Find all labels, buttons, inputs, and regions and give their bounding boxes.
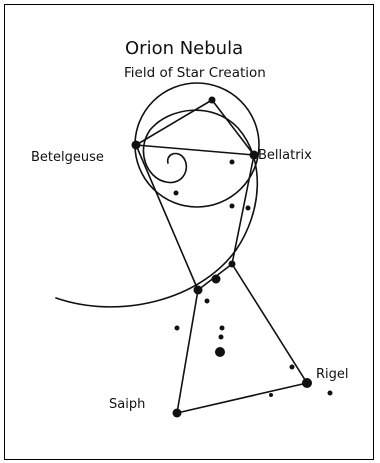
star-betelgeuse (132, 141, 141, 150)
star-saiph (173, 409, 182, 418)
label-rigel: Rigel (316, 367, 349, 382)
shoulder-line (136, 145, 254, 155)
star-minor (174, 191, 179, 196)
star-minor (246, 206, 251, 211)
line-belt-saiph (177, 290, 198, 413)
star-minor (219, 335, 224, 340)
diagram-title: Orion Nebula (125, 38, 243, 59)
star-minor (205, 299, 210, 304)
label-saiph: Saiph (109, 397, 145, 412)
star-head (209, 97, 216, 104)
star-minor (328, 391, 333, 396)
star-belt-2 (212, 275, 221, 284)
star-minor (220, 326, 225, 331)
line-bellatrix-belt (232, 155, 254, 264)
star-minor (175, 326, 180, 331)
line-saiph-rigel (177, 383, 307, 413)
star-minor (230, 160, 235, 165)
star-belt-1 (194, 286, 203, 295)
line-betelgeuse-belt (136, 145, 198, 290)
diagram-subtitle: Field of Star Creation (124, 65, 266, 81)
star-minor (290, 365, 295, 370)
line-belt-rigel (232, 264, 307, 383)
star-rigel (302, 378, 312, 388)
label-betelgeuse: Betelgeuse (31, 150, 104, 165)
spiral-curve (56, 110, 257, 307)
head-circle (135, 83, 259, 207)
star-nebula (215, 347, 225, 357)
label-bellatrix: Bellatrix (258, 148, 312, 163)
star-minor (230, 204, 235, 209)
star-minor (269, 393, 273, 397)
star-belt-3 (229, 261, 236, 268)
